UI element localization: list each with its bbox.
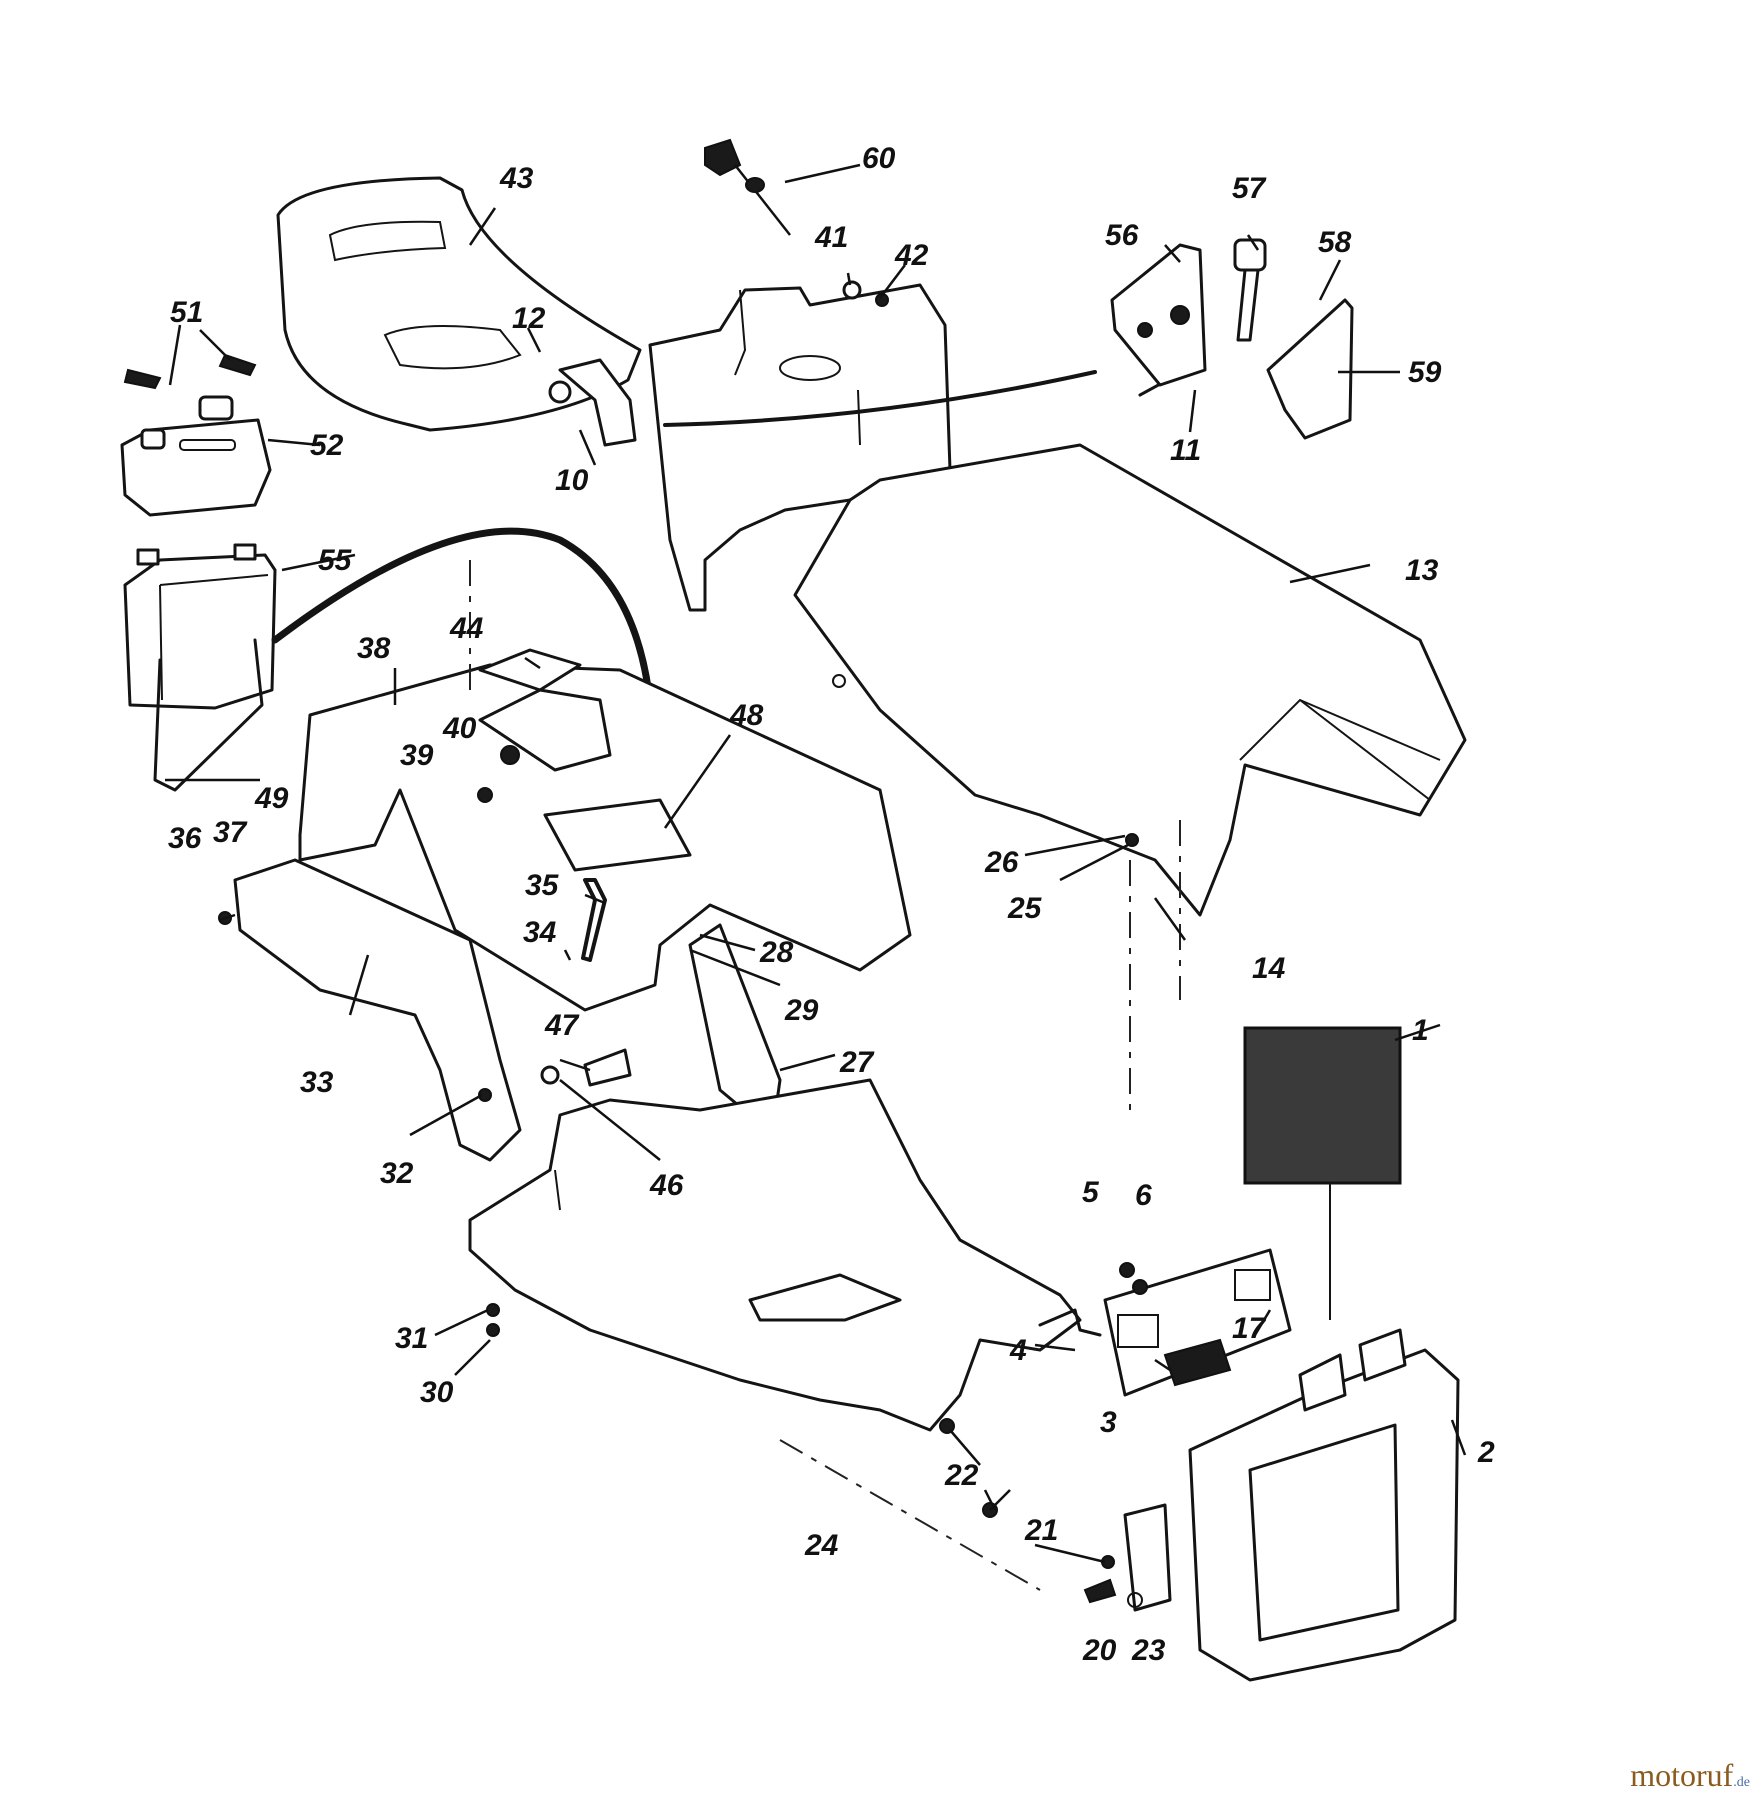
label-10: 10 (555, 464, 589, 497)
watermark-brand: motoruf (1630, 1757, 1734, 1793)
label-32: 32 (380, 1157, 414, 1190)
label-13: 13 (1405, 554, 1439, 587)
throttle-cable (663, 370, 1097, 427)
label-52: 52 (310, 429, 344, 462)
label-22: 22 (944, 1459, 979, 1492)
label-40: 40 (442, 712, 477, 745)
battery-cover (120, 395, 272, 517)
label-58: 58 (1318, 226, 1352, 259)
label-14: 14 (1252, 952, 1286, 985)
throttle-cover (1266, 298, 1354, 440)
bracket-47 (583, 1048, 632, 1087)
label-60: 60 (862, 142, 896, 175)
watermark-logo: motoruf.de (1630, 1757, 1750, 1794)
label-29: 29 (784, 994, 819, 1027)
label-51: 51 (170, 296, 203, 329)
label-27: 27 (839, 1046, 875, 1079)
emblem (1163, 1338, 1232, 1387)
label-12: 12 (512, 302, 546, 335)
label-55: 55 (318, 544, 353, 577)
bolt-31 (486, 1303, 500, 1317)
nut-6 (1132, 1279, 1148, 1295)
label-11: 11 (1170, 434, 1201, 467)
washer-23 (1127, 1592, 1143, 1608)
key-switch (842, 280, 862, 300)
bolt-40 (500, 745, 520, 765)
ignition-key (704, 138, 791, 236)
nut-5 (1119, 1262, 1135, 1278)
label-26: 26 (984, 846, 1019, 879)
throttle-lever (1233, 238, 1267, 342)
left-footrest (233, 858, 522, 1162)
frame-floor (468, 1078, 1082, 1432)
part-labels: 1 2 3 4 5 6 10 11 12 13 14 17 20 21 22 2… (168, 142, 1495, 1667)
label-57: 57 (1232, 172, 1267, 205)
label-38: 38 (357, 632, 391, 665)
label-43: 43 (499, 162, 534, 195)
label-6: 6 (1135, 1179, 1152, 1212)
bolt-26 (1125, 833, 1139, 847)
dash-line-floor (779, 1439, 1041, 1591)
bolt-32 (478, 1088, 492, 1102)
grille-bracket (1123, 1503, 1172, 1612)
label-25: 25 (1007, 892, 1043, 925)
label-59: 59 (1408, 356, 1442, 389)
seat-switch (548, 358, 637, 447)
hood (793, 443, 1467, 917)
grille-frame (1188, 1328, 1460, 1682)
hood-rod (1038, 1308, 1102, 1337)
lift-lever (581, 878, 607, 962)
seat (276, 176, 642, 432)
label-39: 39 (400, 739, 434, 772)
label-20: 20 (1082, 1634, 1117, 1667)
label-41: 41 (814, 221, 848, 254)
label-21: 21 (1024, 1514, 1058, 1547)
label-2: 2 (1477, 1436, 1495, 1469)
label-47: 47 (544, 1009, 580, 1042)
label-46: 46 (649, 1169, 684, 1202)
label-30: 30 (420, 1376, 454, 1409)
label-33: 33 (300, 1066, 334, 1099)
nut-22 (939, 1418, 955, 1434)
battery-bolts (123, 353, 257, 390)
label-48: 48 (729, 699, 764, 732)
label-5: 5 (1082, 1176, 1100, 1209)
label-42: 42 (894, 239, 929, 272)
label-36: 36 (168, 822, 202, 855)
watermark-tld: .de (1733, 1775, 1750, 1790)
fender-deck (298, 648, 912, 1012)
label-3: 3 (1100, 1406, 1117, 1439)
label-1: 1 (1412, 1014, 1429, 1047)
grille-screen (1243, 1026, 1402, 1185)
label-31: 31 (395, 1322, 428, 1355)
bolt-39 (477, 787, 493, 803)
hold-down-rod (153, 638, 264, 792)
label-37: 37 (213, 816, 248, 849)
label-28: 28 (759, 936, 794, 969)
label-23: 23 (1131, 1634, 1166, 1667)
label-56: 56 (1105, 219, 1139, 252)
battery (123, 543, 277, 710)
label-24: 24 (804, 1529, 839, 1562)
label-34: 34 (523, 916, 557, 949)
label-35: 35 (525, 869, 560, 902)
nut-46 (540, 1065, 560, 1085)
leader-lines (165, 163, 1467, 1564)
nut-30 (486, 1323, 500, 1337)
label-17: 17 (1232, 1312, 1267, 1345)
label-49: 49 (254, 782, 289, 815)
throttle-bracket (1110, 243, 1207, 387)
bolt-20 (1083, 1578, 1117, 1604)
label-4: 4 (1009, 1334, 1027, 1367)
label-44: 44 (449, 612, 484, 645)
grille-plate (1103, 1248, 1292, 1397)
